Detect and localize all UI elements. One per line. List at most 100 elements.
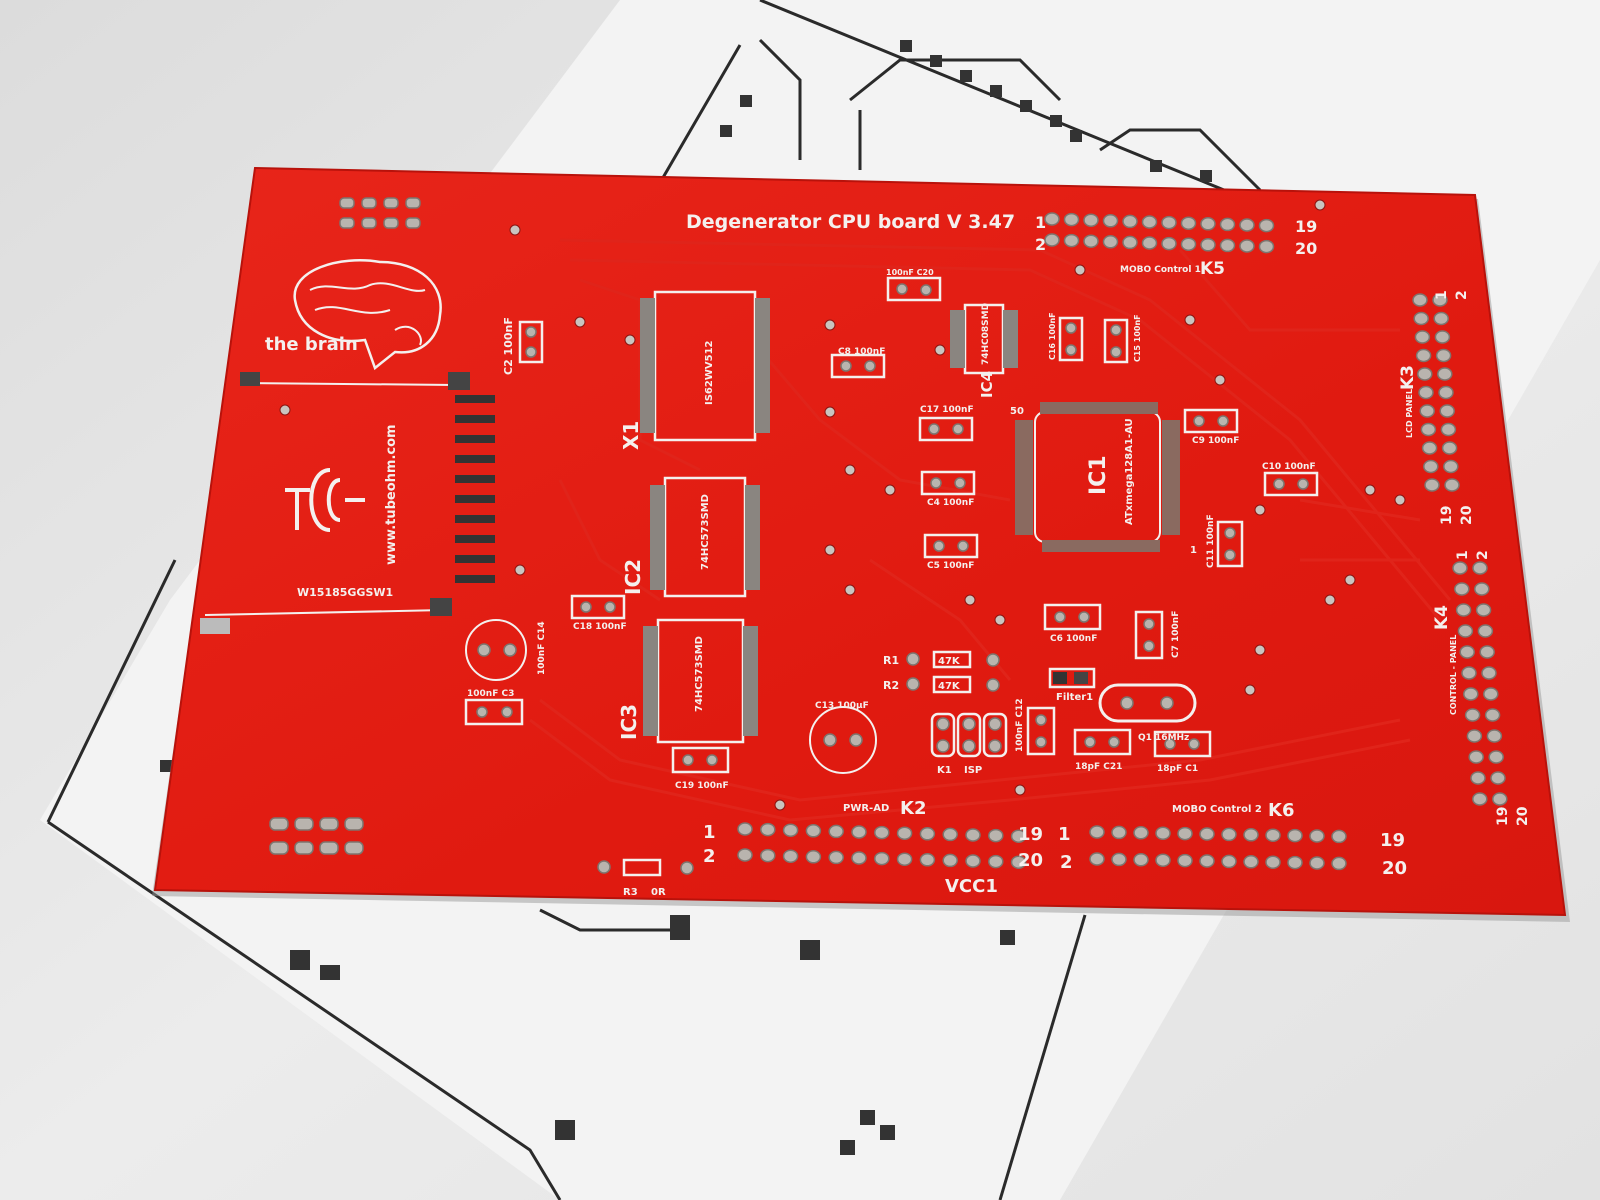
header-pin (828, 850, 844, 865)
r2-value: 47K (938, 681, 961, 692)
header-k3: 1 2 19 20 LCD PANEL K3 (1398, 290, 1475, 525)
k3-pin1: 1 (1434, 290, 1450, 300)
ic1-ref-label: IC1 (1086, 455, 1111, 495)
k3-name: K3 (1398, 365, 1418, 390)
header-pin (1432, 293, 1448, 307)
header-pin (1221, 827, 1237, 842)
header-pin (1461, 666, 1477, 680)
header-pin (1083, 234, 1099, 248)
header-pin (1437, 367, 1453, 381)
serial-text: W15185GGSW1 (297, 586, 393, 599)
k2-pin1: 1 (703, 822, 716, 843)
c3-label: 100nF C3 (467, 689, 514, 699)
header-pin (1133, 826, 1149, 840)
pad-grid-top-left (339, 197, 421, 229)
header-pin (1221, 854, 1237, 869)
header-pin (1265, 828, 1281, 842)
header-pin (1161, 236, 1177, 251)
c6-label: C6 100nF (1050, 634, 1097, 644)
filter-label: Filter1 (1056, 692, 1093, 703)
header-pin (1089, 825, 1105, 839)
c18-label: C18 100nF (573, 622, 627, 632)
ic-ic2: 74HC573SMD IC2 (621, 476, 760, 598)
tubeohm-logo (285, 468, 365, 532)
header-pin (1481, 666, 1497, 680)
header-pin (1133, 853, 1149, 867)
ic-ic1: IC1 ATxmega128A1-AU 50 1 (1010, 402, 1197, 556)
header-pin (1111, 852, 1127, 867)
pad-grid-bottom-left (269, 817, 364, 855)
header-pin (1044, 233, 1060, 247)
r1-label: R1 (883, 654, 899, 667)
header-pin (782, 823, 799, 837)
vias (279, 199, 1406, 811)
header-pin (1010, 855, 1027, 869)
header-pin (1434, 330, 1451, 344)
header-pin (1415, 348, 1432, 363)
header-pin (1265, 855, 1281, 869)
k5-pin2: 2 (1035, 235, 1046, 254)
header-pin (1418, 385, 1434, 400)
logo-text: the brain (265, 334, 358, 355)
header-pin (805, 850, 822, 864)
header-pin (1044, 212, 1060, 226)
ic2-ref-label: IC2 (621, 559, 645, 595)
x1-part-label: IS62WV512 (704, 340, 715, 405)
isp-label: ISP (964, 765, 982, 776)
k1-label: K1 (937, 765, 952, 776)
header-pin (1200, 238, 1216, 252)
header-pin (1477, 624, 1494, 638)
header-pin (1441, 441, 1458, 455)
website-text: www.tubeohm.com (384, 424, 399, 565)
header-pin (1180, 216, 1197, 230)
k4-name: K4 (1432, 605, 1452, 630)
header-pin (737, 848, 753, 862)
header-pin (1199, 854, 1215, 868)
vcc1-label: VCC1 (945, 876, 998, 897)
c2-label: C2 100nF (502, 317, 515, 375)
header-pin (1454, 582, 1470, 596)
header-pin (1435, 348, 1452, 363)
ic-ic4: 74HC08SMD IC4 (950, 303, 1018, 398)
header-pin (1417, 367, 1433, 381)
k4-pin20: 20 (1515, 806, 1531, 826)
header-pin (1102, 235, 1119, 249)
header-pin (1488, 750, 1504, 764)
x1-ref-label: X1 (619, 421, 643, 450)
header-pin (988, 854, 1004, 869)
header-pin (1122, 214, 1138, 229)
header-pin (1258, 218, 1275, 233)
header-pin (1309, 856, 1325, 870)
header-pin (1439, 404, 1455, 418)
header-pin (1459, 645, 1475, 659)
header-pin (760, 848, 776, 863)
k3-label: LCD PANEL (1405, 389, 1414, 438)
header-pin (1455, 603, 1472, 617)
header-pin (1258, 239, 1275, 254)
header-pin (782, 849, 799, 863)
header-pin (1200, 217, 1216, 231)
header-pin (1484, 708, 1501, 722)
header-pin (1440, 422, 1457, 437)
header-pin (919, 827, 936, 841)
header-pin (1063, 233, 1080, 248)
header-k4: 1 2 19 20 CONTROL - PANEL K4 (1432, 550, 1531, 826)
c19-label: C19 100nF (675, 781, 729, 791)
header-pin (1287, 828, 1303, 843)
k4-pin19: 19 (1495, 807, 1511, 826)
pcb-board (153, 166, 1567, 917)
header-pin (1219, 217, 1236, 232)
header-pin (1219, 238, 1236, 253)
header-pin (965, 854, 981, 868)
c21-label: 18pF C21 (1075, 762, 1122, 772)
c10-label: C10 100nF (1262, 462, 1316, 472)
header-pin (1472, 561, 1488, 575)
header-pin (1177, 853, 1193, 868)
header-pin (1239, 218, 1255, 232)
c1-label: 18pF C1 (1157, 764, 1198, 774)
header-pin (942, 827, 958, 842)
header-pin (1111, 825, 1127, 840)
r3-label: R3 (623, 887, 638, 898)
header-pin (1287, 855, 1303, 870)
header-pin (828, 824, 844, 839)
